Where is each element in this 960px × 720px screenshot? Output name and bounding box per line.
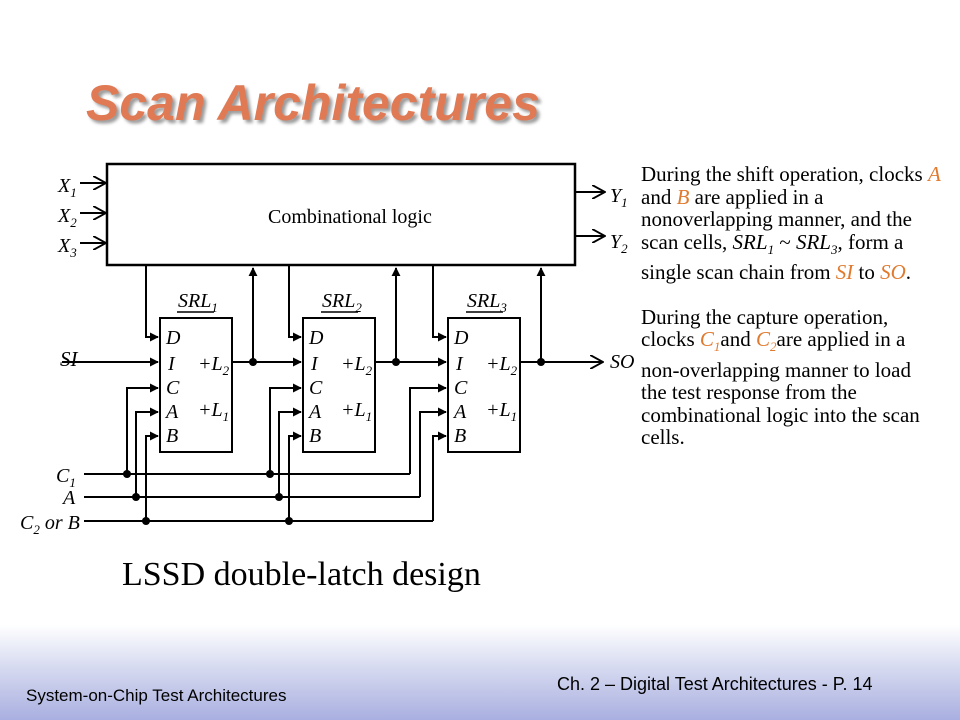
svg-text:B: B xyxy=(166,425,178,447)
description-text: During the shift operation, clocks A and… xyxy=(641,163,941,449)
svg-text:D: D xyxy=(165,327,181,349)
input-x1: X1 xyxy=(57,175,106,200)
output-y2: Y2 xyxy=(575,231,628,256)
diagram-caption: LSSD double-latch design xyxy=(122,556,481,593)
svg-text:X1: X1 xyxy=(57,175,77,200)
clock-junction-dots xyxy=(123,470,293,525)
svg-text:D: D xyxy=(453,327,469,349)
svg-text:C: C xyxy=(454,377,468,399)
clock-label-c2-or-b: C2 or B xyxy=(20,512,80,537)
slide-title: Scan Architectures xyxy=(86,75,540,131)
svg-text:B: B xyxy=(309,425,321,447)
footer-bar xyxy=(0,625,960,720)
footer-chapter-page: Ch. 2 – Digital Test Architectures - P. … xyxy=(557,674,873,694)
svg-text:Y2: Y2 xyxy=(610,231,628,256)
clock-line-a xyxy=(84,407,447,498)
clock-line-c2-or-b xyxy=(84,431,447,522)
svg-text:D: D xyxy=(308,327,324,349)
svg-text:+L1: +L1 xyxy=(341,399,372,424)
svg-text:A: A xyxy=(452,401,467,423)
footer-book-title: System-on-Chip Test Architectures xyxy=(26,686,287,705)
clock-label-a: A xyxy=(61,487,76,509)
svg-text:Y1: Y1 xyxy=(610,185,628,210)
combinational-logic-label: Combinational logic xyxy=(268,206,432,228)
svg-text:A: A xyxy=(307,401,322,423)
svg-text:I: I xyxy=(167,353,176,375)
junction-dots xyxy=(249,358,545,366)
srl-cell-1: SRL1 D I C A B +L2 +L1 xyxy=(159,290,233,453)
srl-cell-2: SRL2 D I C A B +L2 +L1 xyxy=(302,290,376,453)
svg-text:X2: X2 xyxy=(57,205,77,230)
svg-text:X3: X3 xyxy=(57,235,77,260)
input-x3: X3 xyxy=(57,235,106,260)
input-x2: X2 xyxy=(57,205,106,230)
svg-text:SRL1: SRL1 xyxy=(178,290,218,315)
svg-text:I: I xyxy=(310,353,319,375)
svg-text:+L2: +L2 xyxy=(341,353,373,378)
svg-text:A: A xyxy=(164,401,179,423)
combinational-logic-block xyxy=(105,162,577,267)
svg-text:SRL2: SRL2 xyxy=(322,290,362,315)
capture-operation-paragraph: During the capture operation, clocks C1a… xyxy=(641,304,920,450)
logic-to-d-wires xyxy=(145,265,447,342)
svg-text:+L1: +L1 xyxy=(198,399,229,424)
scan-in-label: SI xyxy=(60,347,79,371)
clock-line-c1 xyxy=(84,383,447,475)
shift-operation-paragraph: During the shift operation, clocks A and… xyxy=(641,162,941,285)
output-y1: Y1 xyxy=(575,185,628,210)
svg-text:C: C xyxy=(309,377,323,399)
svg-text:+L2: +L2 xyxy=(198,353,230,378)
clock-label-c1: C1 xyxy=(56,465,76,490)
scan-out-label: SO xyxy=(610,351,634,373)
lssd-diagram: Combinational logic X1 X2 X3 Y1 Y2 SRL1 xyxy=(20,162,634,537)
svg-text:B: B xyxy=(454,425,466,447)
svg-text:I: I xyxy=(455,353,464,375)
svg-text:+L1: +L1 xyxy=(486,399,517,424)
svg-text:SRL3: SRL3 xyxy=(467,290,507,315)
svg-text:C: C xyxy=(166,377,180,399)
scan-chain-wires xyxy=(62,267,603,362)
srl-cell-3: SRL3 D I C A B +L2 +L1 xyxy=(447,290,521,453)
svg-text:+L2: +L2 xyxy=(486,353,518,378)
